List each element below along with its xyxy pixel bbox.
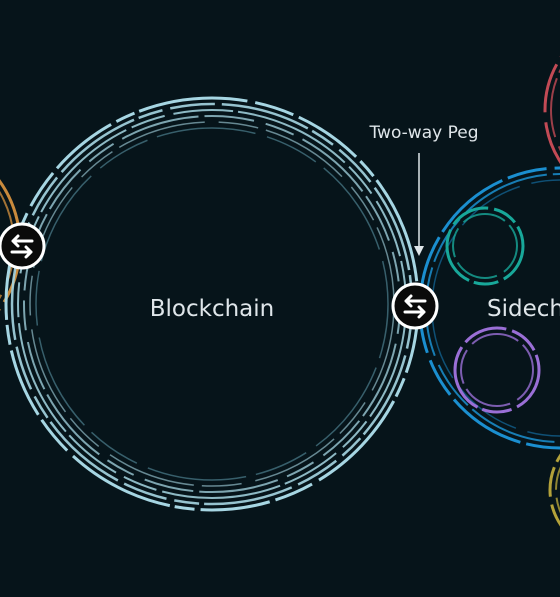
two-way-peg-label: Two-way Peg (368, 123, 478, 143)
sidechain-label: Sidech (487, 296, 560, 322)
two-way-arrows-icon[interactable] (391, 282, 439, 330)
peg-pointer-arrowhead (414, 246, 424, 256)
peg-annotation (414, 153, 424, 256)
top-right-red-chain (543, 56, 560, 164)
teal-inner-chain (445, 206, 525, 286)
bottom-right-olive-chain (548, 453, 560, 527)
purple-inner-chain (453, 326, 541, 414)
blockchain-label: Blockchain (150, 296, 275, 322)
two-way-arrows-icon[interactable] (0, 222, 46, 270)
